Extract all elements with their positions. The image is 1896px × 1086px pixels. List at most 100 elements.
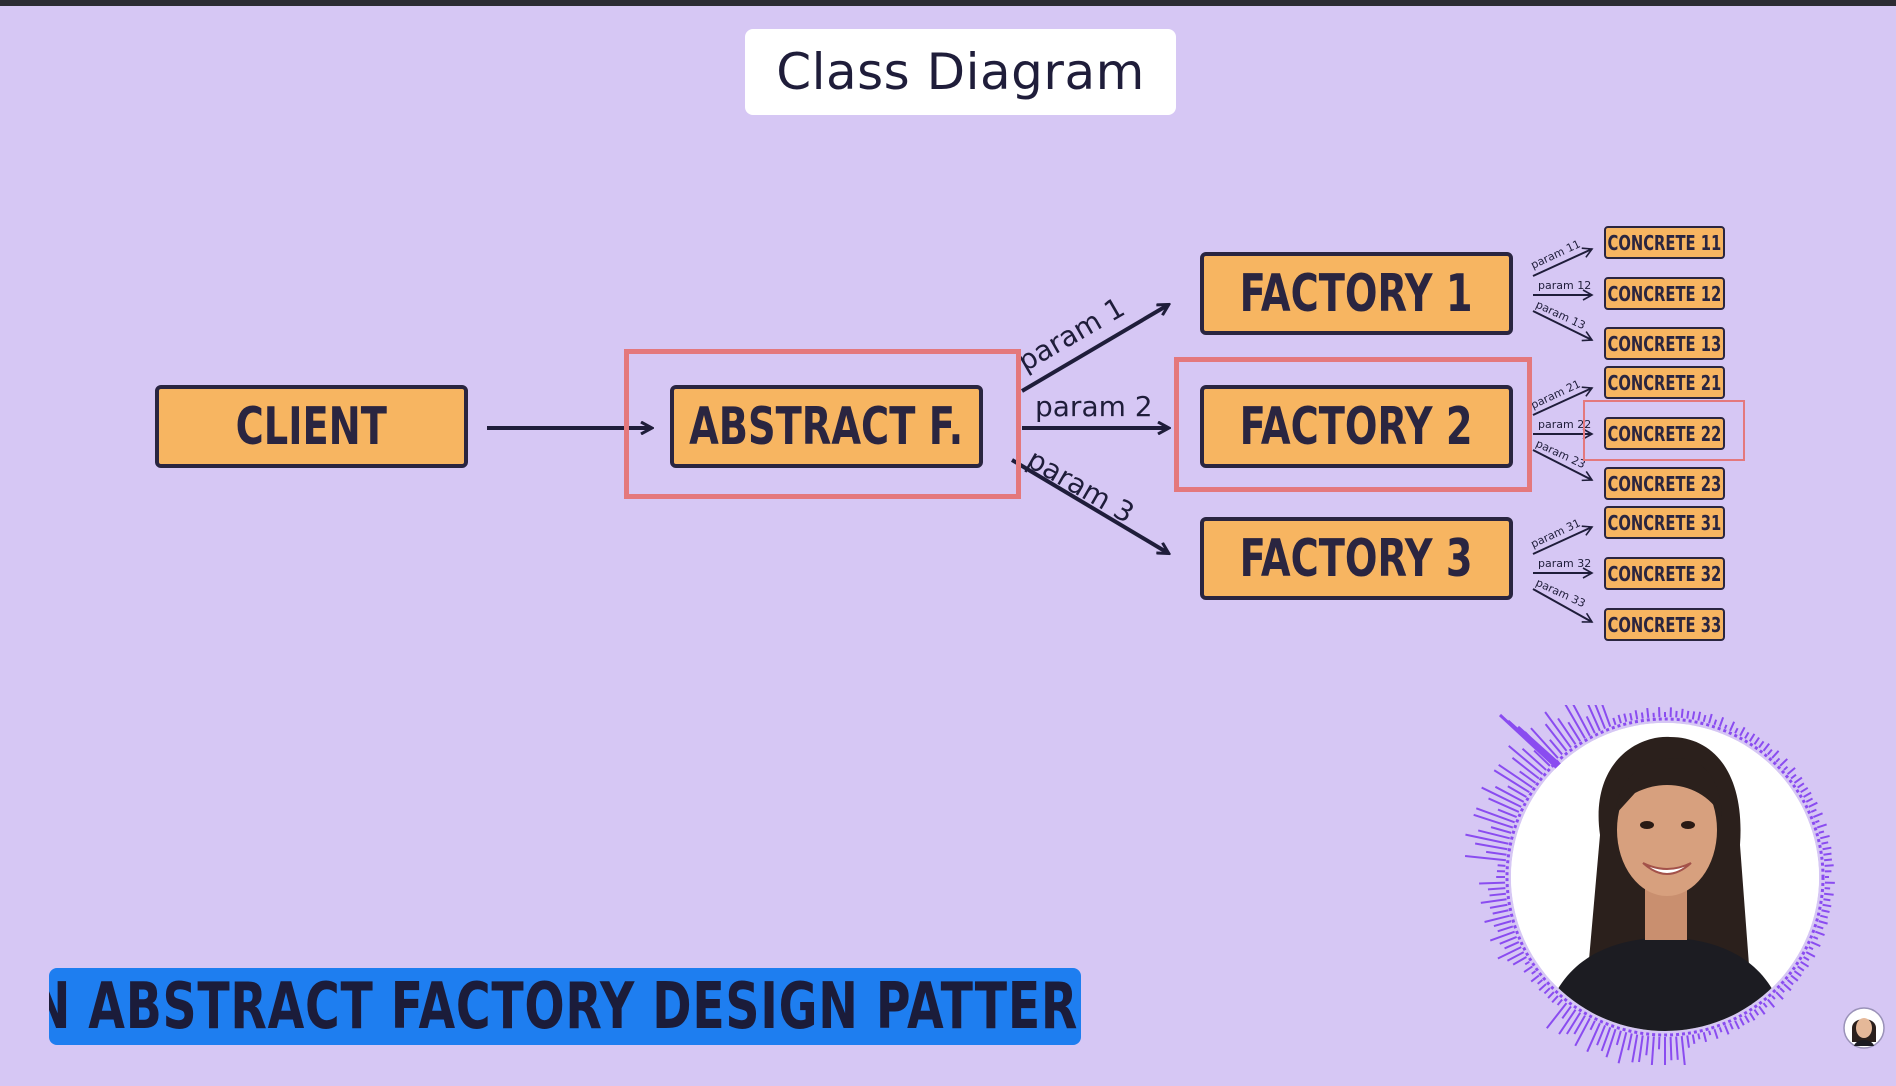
waveform-bar (1585, 715, 1596, 734)
page-title: Class Diagram (745, 29, 1176, 115)
abstract-factory-box: ABSTRACT F. (670, 385, 983, 468)
waveform-bar (1734, 727, 1739, 734)
waveform-bar (1573, 1015, 1586, 1035)
waveform-bar (1490, 826, 1512, 834)
waveform-bar (1805, 951, 1816, 958)
waveform-bar (1497, 946, 1522, 960)
waveform-bar (1800, 786, 1809, 794)
waveform-bar (1739, 726, 1746, 737)
concrete33-label: CONCRETE 33 (1607, 612, 1722, 637)
waveform-bar (1530, 974, 1540, 983)
abstract-factory-label: ABSTRACT F. (689, 396, 964, 457)
waveform-bar (1465, 833, 1509, 845)
waveform-bar (1598, 697, 1612, 727)
waveform-bar (1675, 1036, 1679, 1060)
waveform-bar (1821, 909, 1830, 913)
concrete12-box: CONCRETE 12 (1604, 277, 1725, 310)
waveform-bar (1691, 711, 1696, 720)
waveform-bar (1762, 1002, 1768, 1008)
waveform-bar (1507, 785, 1527, 798)
waveform-bar (1549, 739, 1563, 756)
waveform-bar (1487, 887, 1506, 891)
param1-label: param 1 (1012, 291, 1130, 378)
waveform-bar (1779, 758, 1788, 767)
waveform-bar (1511, 757, 1540, 780)
waveform-bar (1713, 719, 1718, 726)
waveform-bar (1508, 745, 1544, 775)
abstract-factory-highlight (624, 349, 1021, 499)
waveform-bar (1558, 1009, 1577, 1035)
waveform-bar (1744, 1015, 1750, 1024)
factory3-label: FACTORY 3 (1240, 528, 1473, 589)
waveform-bar (1680, 708, 1684, 718)
waveform-bar (1530, 727, 1559, 759)
waveform-bar (1543, 987, 1551, 995)
waveform-bar (1596, 1024, 1606, 1046)
concrete22-label: CONCRETE 22 (1607, 421, 1722, 446)
param2-label: param 2 (1035, 390, 1153, 423)
waveform-bar (1497, 808, 1518, 818)
waveform-bar (1729, 1022, 1734, 1030)
caption-banner: IN ABSTRACT FACTORY DESIGN PATTERN (49, 968, 1081, 1045)
param23-arrow (1532, 449, 1594, 482)
waveform-bar (1812, 812, 1823, 818)
waveform-bar (1477, 829, 1510, 840)
waveform-bar (1551, 995, 1559, 1004)
waveform-bar (1546, 1002, 1568, 1029)
concrete33-box: CONCRETE 33 (1604, 608, 1725, 641)
concrete21-box: CONCRETE 21 (1604, 366, 1725, 399)
concrete32-box: CONCRETE 32 (1604, 557, 1725, 590)
waveform-bar (1771, 995, 1776, 1000)
waveform-bar (1686, 1035, 1690, 1048)
waveform-bar (1475, 807, 1515, 824)
waveform-bar (1479, 881, 1506, 885)
param31-label: param 31 (1529, 516, 1583, 550)
waveform-bar (1561, 1005, 1572, 1019)
waveform-bar (1512, 956, 1527, 966)
waveform-bar (1708, 713, 1713, 724)
waveform-bar (1617, 714, 1622, 724)
waveform-bar (1820, 834, 1830, 840)
waveform-bar (1702, 714, 1707, 722)
waveform-bar (1708, 1030, 1712, 1036)
factory3-box: FACTORY 3 (1200, 517, 1513, 600)
waveform-bar (1547, 991, 1555, 999)
waveform-bar (1627, 1033, 1633, 1051)
waveform-bar (1605, 1028, 1617, 1058)
waveform-bar (1808, 801, 1818, 808)
waveform-bar (1615, 1030, 1622, 1046)
client-box: CLIENT (155, 385, 468, 468)
waveform-bar (1474, 842, 1508, 851)
waveform-bar (1783, 766, 1789, 771)
waveform-bar (1793, 970, 1802, 977)
waveform-bar (1489, 892, 1506, 897)
waveform-bar (1485, 850, 1507, 856)
waveform-bar (1645, 1036, 1650, 1056)
presenter-avatar (1460, 687, 1840, 1069)
waveform-bar (1523, 965, 1533, 973)
waveform-bar (1631, 1034, 1639, 1063)
waveform-bar (1713, 1028, 1719, 1039)
param33-arrow (1532, 588, 1594, 623)
waveform-bar (1820, 914, 1828, 919)
waveform-bar (1810, 808, 1817, 813)
param13-arrow (1532, 310, 1594, 342)
waveform-bar (1524, 960, 1530, 966)
caption-text: IN ABSTRACT FACTORY DESIGN PATTERN (49, 969, 1081, 1044)
concrete13-label: CONCRETE 13 (1607, 331, 1722, 356)
concrete31-label: CONCRETE 31 (1607, 510, 1722, 535)
waveform-bar (1783, 983, 1792, 992)
waveform-bar (1493, 769, 1530, 794)
param1-arrow (1020, 305, 1168, 393)
waveform-bar (1800, 960, 1810, 968)
param31-arrow (1532, 525, 1594, 555)
waveform-bar (1484, 914, 1510, 923)
waveform-bar (1818, 920, 1828, 925)
waveform-bar (1492, 909, 1509, 915)
waveform-bar (1494, 785, 1525, 803)
waveform-bar (1803, 956, 1810, 961)
waveform-bar (1793, 776, 1803, 784)
waveform-bar (1805, 797, 1814, 803)
concrete13-box: CONCRETE 13 (1604, 327, 1725, 360)
waveform-bar (1724, 1024, 1730, 1035)
